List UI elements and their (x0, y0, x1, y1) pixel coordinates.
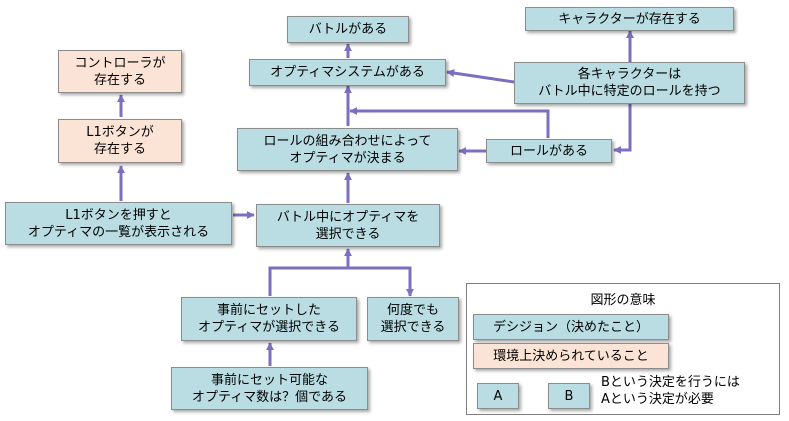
legend-constraint-swatch: 環境上決められていること (473, 343, 669, 369)
node-character-role: 各キャラクターは バトル中に特定のロールを持つ (514, 62, 745, 104)
legend-title: 図形の意味 (590, 293, 656, 308)
legend-node-a: A (477, 383, 519, 409)
legend-node-a-text: A (493, 388, 503, 404)
node-optima-system-text: オプティマシステムがある (270, 65, 425, 80)
legend-node-b-text: B (564, 388, 574, 404)
node-l1-exists: L1ボタンが 存在する (58, 119, 182, 163)
node-l1-exists-line1: L1ボタンが (86, 125, 154, 140)
node-preset-select-line2: オプティマが選択できる (198, 320, 340, 335)
legend-panel: 図形の意味 デシジョン（決めたこと） 環境上決められていること A B Bという… (466, 283, 780, 415)
node-character-exists: キャラクターが存在する (525, 7, 734, 31)
arrow-role-to-system (446, 69, 515, 84)
node-select-in-battle-line1: バトル中にオプティマを (276, 209, 420, 225)
node-role-combo: ロールの組み合わせによって オプティマが決まる (237, 128, 458, 171)
node-anytime-select-line1: 何度でも (386, 303, 439, 318)
node-role-exists-text: ロールがある (509, 143, 588, 159)
node-l1-exists-line2: 存在する (93, 142, 146, 157)
arrow-preset-to-select (268, 266, 414, 297)
node-preset-count: 事前にセット可能な オプティマ数は？個である (171, 367, 368, 410)
node-role-combo-line2: オプティマが決まる (289, 150, 406, 166)
node-role-exists: ロールがある (486, 139, 612, 163)
node-select-in-battle: バトル中にオプティマを 選択できる (256, 204, 440, 247)
node-preset-count-line2: オプティマ数は？個である (191, 389, 348, 405)
legend-decision-text: デシジョン（決めたこと） (492, 319, 649, 335)
node-optima-system: オプティマシステムがある (249, 59, 446, 86)
node-controller-exists: コントローラが 存在する (58, 50, 182, 93)
node-controller-exists-line1: コントローラが (74, 55, 166, 71)
node-l1-press-line2: オプティマの一覧が表示される (27, 224, 210, 240)
node-anytime-select-line2: 選択できる (380, 320, 446, 335)
legend-constraint-text: 環境上決められていること (493, 348, 649, 364)
legend-node-b: B (548, 383, 590, 409)
node-character-role-line1: 各キャラクターは (577, 67, 682, 82)
node-l1-press: L1ボタンを押すと オプティマの一覧が表示される (5, 202, 232, 245)
node-l1-press-line1: L1ボタンを押すと (65, 207, 172, 223)
arrow-roleexists-to-system (349, 107, 550, 138)
node-role-combo-line1: ロールの組み合わせによって (263, 133, 432, 149)
node-character-role-line2: バトル中に特定のロールを持つ (538, 84, 721, 99)
node-preset-count-line1: 事前にセット可能な (210, 372, 328, 388)
arrow-role-to-roleexists (613, 104, 632, 154)
node-battle-exists: バトルがある (287, 16, 409, 43)
node-character-exists-text: キャラクターが存在する (558, 11, 701, 27)
legend-description-line2: Aという決定が必要 (601, 392, 714, 407)
legend-decision-swatch: デシジョン（決めたこと） (473, 314, 669, 340)
node-controller-exists-line2: 存在する (93, 72, 146, 88)
node-preset-select-line1: 事前にセットした (216, 303, 321, 318)
node-select-in-battle-line2: 選択できる (315, 226, 381, 242)
node-preset-select: 事前にセットした オプティマが選択できる (181, 297, 357, 341)
node-anytime-select: 何度でも 選択できる (367, 297, 459, 341)
legend-description: Bという決定を行うには Aという決定が必要 (601, 374, 740, 408)
legend-description-line1: Bという決定を行うには (601, 375, 740, 390)
node-battle-exists-text: バトルがある (308, 22, 388, 37)
